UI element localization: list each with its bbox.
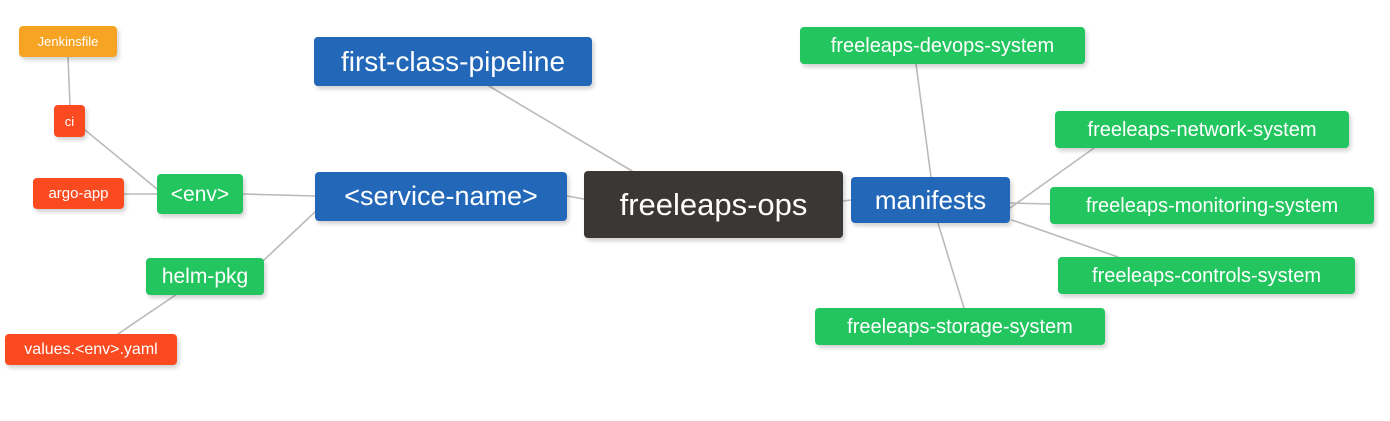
node-label: ci [64, 113, 75, 129]
node-label: <env> [170, 182, 230, 206]
node-values-env-yaml[interactable]: values.<env>.yaml [5, 334, 177, 365]
node-label: freeleaps-ops [619, 187, 808, 222]
edge-jenkinsfile-to-ci [67, 56, 71, 106]
node-label: argo-app [48, 185, 109, 202]
edge-service-name-to-helm-pkg [263, 211, 316, 261]
node-freeleaps-ops[interactable]: freeleaps-ops [584, 171, 843, 238]
node-argo-app[interactable]: argo-app [33, 178, 124, 209]
node-label: freeleaps-storage-system [847, 315, 1073, 338]
node-label: freeleaps-devops-system [830, 34, 1055, 57]
node-freeleaps-storage-system[interactable]: freeleaps-storage-system [815, 308, 1105, 345]
node-freeleaps-monitoring-system[interactable]: freeleaps-monitoring-system [1050, 187, 1374, 224]
node-env[interactable]: <env> [157, 174, 243, 214]
node-label: values.<env>.yaml [24, 340, 158, 358]
edge-manifests-to-freeleaps-storage-system [937, 222, 965, 309]
node-first-class-pipeline[interactable]: first-class-pipeline [314, 37, 592, 86]
node-freeleaps-controls-system[interactable]: freeleaps-controls-system [1058, 257, 1355, 294]
node-ci[interactable]: ci [54, 105, 85, 137]
edge-helm-pkg-to-values-env-yaml [117, 291, 181, 335]
edge-freeleaps-devops-system-to-manifests [915, 63, 932, 178]
node-label: Jenkinsfile [37, 34, 99, 49]
edge-manifests-to-freeleaps-controls-system [1011, 219, 1119, 258]
edge-service-name-to-freeleaps-ops [566, 195, 585, 200]
node-label: <service-name> [344, 181, 538, 211]
node-label: manifests [874, 185, 987, 215]
edge-env-to-service-name [242, 193, 316, 197]
edge-manifests-to-freeleaps-monitoring-system [1009, 202, 1051, 205]
node-manifests[interactable]: manifests [851, 177, 1010, 223]
edge-freeleaps-ops-to-manifests [842, 199, 852, 202]
node-jenkinsfile[interactable]: Jenkinsfile [19, 26, 117, 57]
node-service-name[interactable]: <service-name> [315, 172, 567, 221]
edge-first-class-pipeline-to-freeleaps-ops [488, 85, 633, 172]
node-freeleaps-devops-system[interactable]: freeleaps-devops-system [800, 27, 1085, 64]
node-helm-pkg[interactable]: helm-pkg [146, 258, 264, 295]
node-label: freeleaps-controls-system [1092, 264, 1321, 287]
node-label: first-class-pipeline [340, 45, 566, 77]
node-label: helm-pkg [161, 265, 249, 288]
node-label: freeleaps-monitoring-system [1085, 194, 1339, 217]
node-label: freeleaps-network-system [1087, 118, 1317, 141]
node-freeleaps-network-system[interactable]: freeleaps-network-system [1055, 111, 1349, 148]
